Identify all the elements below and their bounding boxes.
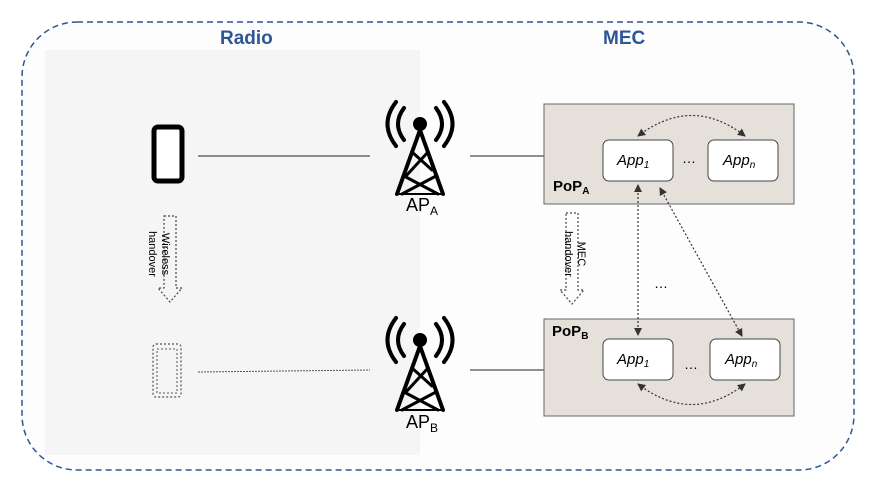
wireless-handover-arrow-icon <box>156 215 184 303</box>
mobile-phone-icon <box>151 124 185 184</box>
radio-link-b <box>197 369 371 373</box>
wireless-handover-line2: handover <box>146 231 158 277</box>
pop-a-sub: A <box>582 186 590 197</box>
mec-handover-arrow-icon <box>558 212 586 305</box>
ap-a-sub: A <box>430 204 439 218</box>
mec-handover-line1: MEC <box>575 241 587 267</box>
app-1-sub-b: 1 <box>643 359 650 370</box>
mobile-phone-ghost-icon <box>152 343 182 398</box>
ellipsis-apps-a: … <box>682 150 697 166</box>
app-n-box-a <box>707 139 779 182</box>
app-1-sub-a: 1 <box>643 160 650 171</box>
pop-a-label: PoPA <box>553 178 589 197</box>
wireless-handover-line1: Wireless <box>159 232 171 276</box>
app-n-box-b <box>709 338 781 381</box>
ap-b-label: APB <box>406 412 438 435</box>
app-1-label-a: App1 <box>617 152 649 171</box>
app-n-label-b: Appn <box>725 351 757 370</box>
mec-region-label: MEC <box>603 28 646 49</box>
ellipsis-pops: … <box>654 275 669 291</box>
ap-a-label: APA <box>406 195 438 218</box>
ap-b-sub: B <box>430 421 439 435</box>
app-n-base-a: App <box>723 152 750 169</box>
ap-a-base: AP <box>406 195 431 215</box>
app-n-sub-b: n <box>751 359 758 370</box>
app-1-box-a <box>602 139 674 182</box>
ap-b-base: AP <box>406 412 431 432</box>
antenna-tower-a-icon <box>385 100 455 196</box>
pop-b-label: PoPB <box>552 323 588 342</box>
mec-handover-label: MEC handover <box>561 218 587 290</box>
app-1-box-b <box>602 338 674 381</box>
app-n-base-b: App <box>725 351 752 368</box>
app-n-sub-a: n <box>749 160 756 171</box>
wireless-handover-label: Wireless handover <box>145 218 171 290</box>
pop-b-sub: B <box>581 331 589 342</box>
app-1-base-a: App <box>617 152 644 169</box>
pop-a-base: PoP <box>553 178 583 195</box>
pop-b-base: PoP <box>552 323 582 340</box>
app-1-label-b: App1 <box>617 351 649 370</box>
app-migration-link-n <box>659 187 743 337</box>
radio-region-label: Radio <box>220 28 273 49</box>
antenna-tower-b-icon <box>385 316 455 412</box>
app-1-base-b: App <box>617 351 644 368</box>
app-n-label-a: Appn <box>723 152 755 171</box>
radio-region <box>45 50 420 455</box>
mec-handover-line2: handover <box>562 231 574 277</box>
ellipsis-apps-b: … <box>684 356 699 372</box>
